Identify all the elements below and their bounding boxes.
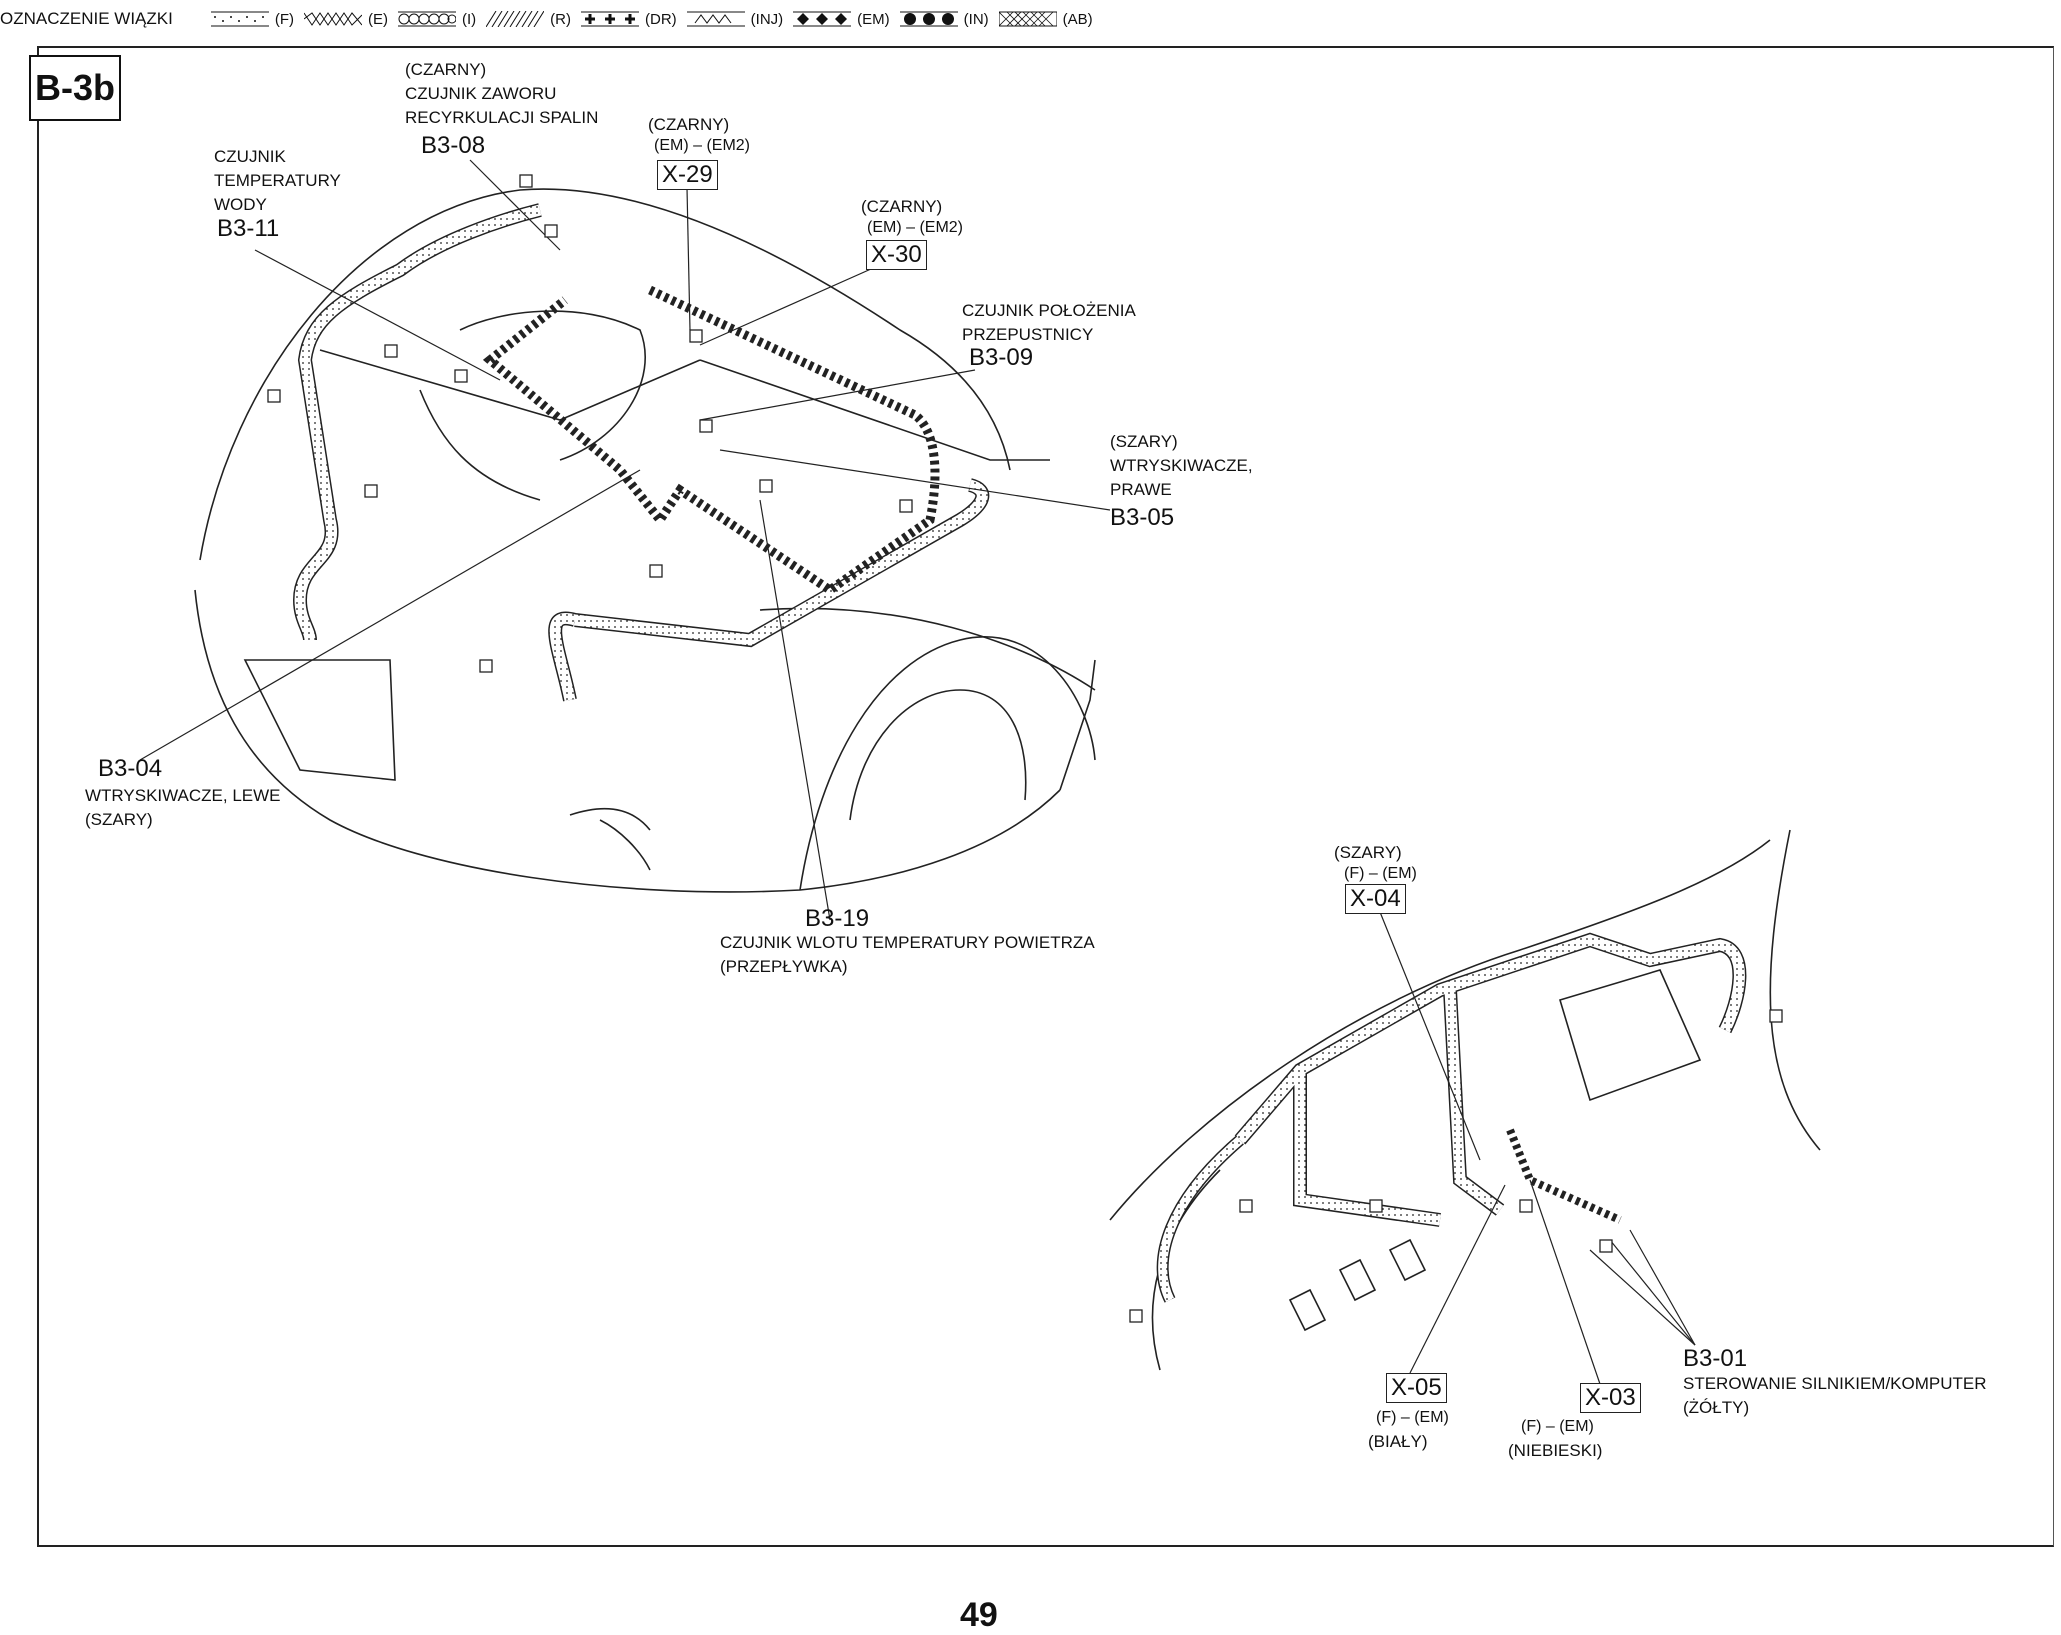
legend-code: (INJ) [750, 10, 784, 28]
legend-item-f: (F) [210, 10, 294, 28]
b3-05-desc-1: WTRYSKIWACZE, [1110, 456, 1253, 475]
b3-19-code: B3-19 [805, 905, 870, 932]
b3-01-color: (ŻÓŁTY) [1683, 1398, 1750, 1417]
x-04-color: (SZARY) [1334, 843, 1402, 862]
crosshatch-pattern-icon [998, 11, 1057, 27]
legend-item-in: (IN) [899, 10, 989, 28]
b3-05-code: B3-05 [1110, 504, 1175, 531]
loops-pattern-icon [398, 11, 456, 27]
leader-lines [139, 159, 1696, 1385]
legend-item-r: (R) [486, 11, 571, 28]
x-04-code: X-04 [1345, 884, 1406, 914]
diagram-frame [37, 46, 2054, 1547]
zigzag-pattern-icon [304, 12, 362, 26]
plus-pattern-icon [581, 11, 639, 27]
legend-code: (I) [462, 10, 477, 28]
x-03-color: (NIEBIESKI) [1508, 1441, 1603, 1460]
sheet-id: B-3b [29, 55, 121, 121]
connector-marks [267, 174, 1783, 1323]
legend-code: (R) [550, 10, 571, 28]
legend-item-e: (E) [304, 11, 388, 28]
b3-09-code: B3-09 [969, 344, 1034, 371]
legend-item-em: (EM) [793, 11, 890, 28]
b3-11-desc-3: WODY [214, 195, 267, 214]
b3-01-code: B3-01 [1683, 1345, 1748, 1372]
dots-pattern-icon [210, 11, 269, 27]
diamonds-pattern-icon [793, 11, 852, 27]
b3-08-desc-1: CZUJNIK ZAWORU [405, 84, 557, 103]
circles-pattern-icon [899, 11, 958, 27]
b3-11-code: B3-11 [217, 215, 280, 242]
b3-19-desc: CZUJNIK WLOTU TEMPERATURY POWIETRZA [720, 933, 1095, 952]
x-30-harness: (EM) – (EM2) [867, 219, 963, 236]
b3-09-desc-2: PRZEPUSTNICY [962, 325, 1094, 344]
b3-11-desc-1: CZUJNIK [214, 147, 286, 166]
b3-01-desc: STEROWANIE SILNIKIEM/KOMPUTER [1683, 1374, 1987, 1393]
b3-05-desc-2: PRAWE [1110, 480, 1172, 499]
x-03-code: X-03 [1580, 1383, 1641, 1413]
hatch-pattern-icon [486, 11, 545, 27]
wave-pattern-icon [686, 11, 745, 27]
b3-11-desc-2: TEMPERATURY [214, 171, 341, 190]
x-05-code: X-05 [1386, 1373, 1447, 1403]
x-04-harness: (F) – (EM) [1344, 865, 1417, 882]
legend-code: (AB) [1062, 10, 1093, 28]
x-29-harness: (EM) – (EM2) [654, 137, 750, 154]
b3-08-code: B3-08 [421, 132, 486, 159]
legend-title: OZNACZENIE WIĄZKI [0, 9, 173, 28]
page-number: 49 [960, 1596, 998, 1634]
b3-04-code: B3-04 [98, 755, 163, 782]
x-30-color: (CZARNY) [861, 197, 943, 216]
b3-08-desc-2: RECYRKULACJI SPALIN [405, 108, 599, 127]
car-body-outline [194, 188, 1096, 893]
dashboard-outline [1109, 829, 1821, 1371]
b3-08-color: (CZARNY) [405, 60, 487, 79]
x-05-color: (BIAŁY) [1368, 1432, 1428, 1451]
legend-code: (F) [274, 10, 294, 28]
b3-04-desc: WTRYSKIWACZE, LEWE [85, 786, 281, 805]
b3-04-color: (SZARY) [85, 810, 153, 829]
harness-legend: OZNACZENIE WIĄZKI (F) (E) (I) (R) (DR) (… [0, 4, 1103, 34]
legend-code: (DR) [645, 10, 677, 28]
x-05-harness: (F) – (EM) [1376, 1409, 1449, 1426]
legend-item-dr: (DR) [581, 11, 677, 28]
legend-item-ab: (AB) [998, 10, 1093, 28]
x-03-harness: (F) – (EM) [1521, 1418, 1594, 1435]
b3-19-desc-2: (PRZEPŁYWKA) [720, 957, 848, 976]
b3-05-color: (SZARY) [1110, 432, 1178, 451]
x-30-code: X-30 [866, 240, 927, 270]
b3-09-desc-1: CZUJNIK POŁOŻENIA [962, 301, 1136, 320]
legend-code: (EM) [857, 10, 890, 28]
legend-item-i: (I) [398, 11, 476, 28]
x-29-color: (CZARNY) [648, 115, 730, 134]
x-29-code: X-29 [657, 160, 718, 190]
legend-code: (IN) [963, 10, 989, 28]
legend-item-inj: (INJ) [686, 10, 784, 28]
legend-code: (E) [368, 10, 388, 28]
